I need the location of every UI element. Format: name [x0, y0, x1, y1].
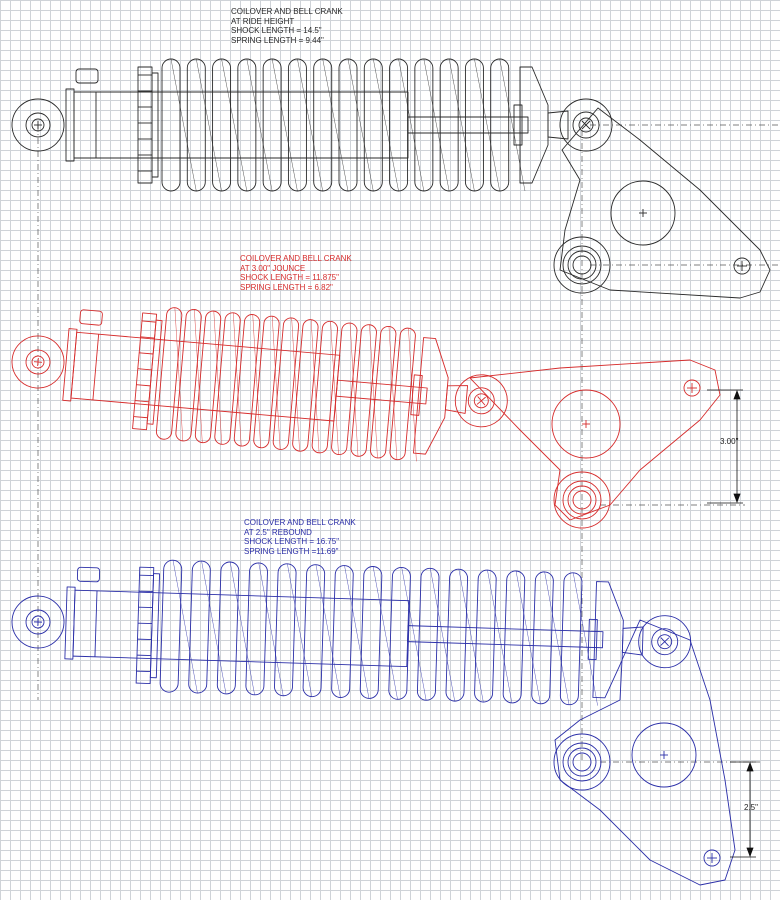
shock-eye-upper: [559, 98, 613, 152]
spring-coil: [161, 58, 181, 192]
note-line: COILOVER AND BELL CRANK: [240, 254, 352, 263]
reservoir-cap: [75, 68, 99, 84]
spring-coil: [464, 58, 484, 192]
bellcrank-ride-height: [553, 107, 771, 299]
spring-coil: [313, 58, 333, 192]
damper-body: [70, 331, 341, 422]
spring-coil: [350, 324, 377, 457]
spring-coil: [214, 312, 241, 445]
lightening-hole: [551, 389, 621, 459]
pivot-boss: [553, 733, 611, 791]
note-line: AT RIDE HEIGHT: [231, 16, 295, 26]
spring-coil: [389, 58, 409, 192]
reservoir-cap: [76, 566, 101, 583]
bell-crank-plate: [554, 619, 736, 886]
upper-spring-seat: [413, 337, 449, 455]
construction-lines: [37, 124, 780, 763]
spring-coil: [363, 58, 383, 192]
spring-coil: [262, 58, 282, 192]
spring-coil: [245, 562, 268, 696]
spring-coil: [216, 561, 240, 695]
shock-eye-upper: [454, 374, 508, 428]
spring-coil: [474, 569, 497, 703]
spring-coil: [370, 325, 397, 459]
spring-seat: [132, 312, 158, 431]
spring-coil: [359, 566, 383, 699]
spring-coil: [175, 308, 202, 442]
jounce-travel-dimension: 3.00": [720, 437, 739, 446]
shock-eye-outer: [11, 98, 65, 152]
coilover-ride-height: [11, 58, 613, 192]
spring-coil: [331, 322, 358, 456]
damper-body: [72, 589, 410, 668]
bellcrank-jounce: [469, 359, 721, 529]
upper-spring-seat: [592, 581, 624, 699]
note-line: SPRING LENGTH =11.69": [244, 546, 339, 556]
rebound-note: COILOVER AND BELL CRANK AT 2.5" REBOUND …: [244, 518, 356, 556]
lightening-hole: [631, 722, 697, 788]
spring-coil: [416, 567, 440, 701]
pushrod-hole: [683, 379, 701, 397]
note-line: COILOVER AND BELL CRANK: [231, 7, 343, 16]
coilover-rebound: [11, 559, 692, 706]
upper-spring-seat: [519, 66, 549, 184]
spring-coil: [414, 58, 434, 192]
spring-coil: [439, 58, 459, 192]
spring-coil: [233, 314, 261, 447]
jounce-note: COILOVER AND BELL CRANK AT 3.00" JOUNCE …: [240, 254, 352, 292]
damper-body: [73, 91, 409, 159]
spring-coil: [311, 320, 338, 454]
spring-coil: [490, 58, 510, 192]
spring-coil: [531, 571, 554, 705]
note-line: SHOCK LENGTH = 14.5": [231, 26, 322, 35]
spring-coil: [272, 317, 300, 450]
spring-coil: [253, 315, 280, 449]
lightening-hole: [610, 180, 676, 246]
spring-coil: [287, 58, 307, 192]
rebound-travel-dimension: 2.5": [744, 803, 758, 812]
bell-crank-plate: [469, 359, 721, 521]
note-line: SPRING LENGTH = 9.44": [231, 35, 324, 45]
spring-coil: [292, 319, 319, 452]
rebound-dimension-arrows: [730, 761, 756, 858]
spring-coil: [186, 58, 206, 192]
note-line: SHOCK LENGTH = 16.75": [244, 537, 340, 546]
pushrod-hole: [703, 849, 721, 867]
note-line: COILOVER AND BELL CRANK: [244, 518, 356, 527]
spring-coil: [338, 58, 358, 192]
shock-eye-outer: [11, 335, 65, 389]
spring-coil: [237, 58, 257, 192]
piston-rod: [407, 116, 529, 134]
note-line: AT 3.00" JOUNCE: [240, 263, 306, 273]
pivot-boss: [553, 471, 611, 529]
pushrod-hole: [733, 257, 751, 275]
spring-coil: [212, 58, 232, 192]
note-line: SHOCK LENGTH = 11.875": [240, 273, 339, 282]
spring-coil: [188, 560, 211, 694]
coilover-jounce: [11, 307, 508, 462]
spring-coil: [559, 572, 583, 706]
spring-coil: [502, 570, 526, 704]
reservoir-cap: [79, 309, 103, 326]
pivot-boss: [553, 236, 611, 294]
bellcrank-rebound: [553, 619, 736, 886]
spring-coil: [302, 564, 326, 698]
spring-coil: [274, 563, 297, 697]
spring-coil: [388, 566, 411, 700]
spring-seat: [137, 66, 153, 184]
note-line: AT 2.5" REBOUND: [244, 527, 312, 537]
ride-height-note: COILOVER AND BELL CRANK AT RIDE HEIGHT S…: [231, 7, 343, 45]
jounce-dimension-arrows: [707, 389, 743, 504]
spring-coil: [194, 310, 222, 444]
spring-coil: [389, 327, 416, 461]
bell-crank-plate: [559, 107, 771, 299]
spring-coil: [331, 565, 354, 698]
shock-eye-outer: [11, 595, 65, 649]
spring-coil: [159, 559, 183, 693]
spring-coil: [155, 307, 183, 440]
note-line: SPRING LENGTH = 6.82": [240, 282, 333, 292]
spring-coil: [445, 568, 469, 702]
